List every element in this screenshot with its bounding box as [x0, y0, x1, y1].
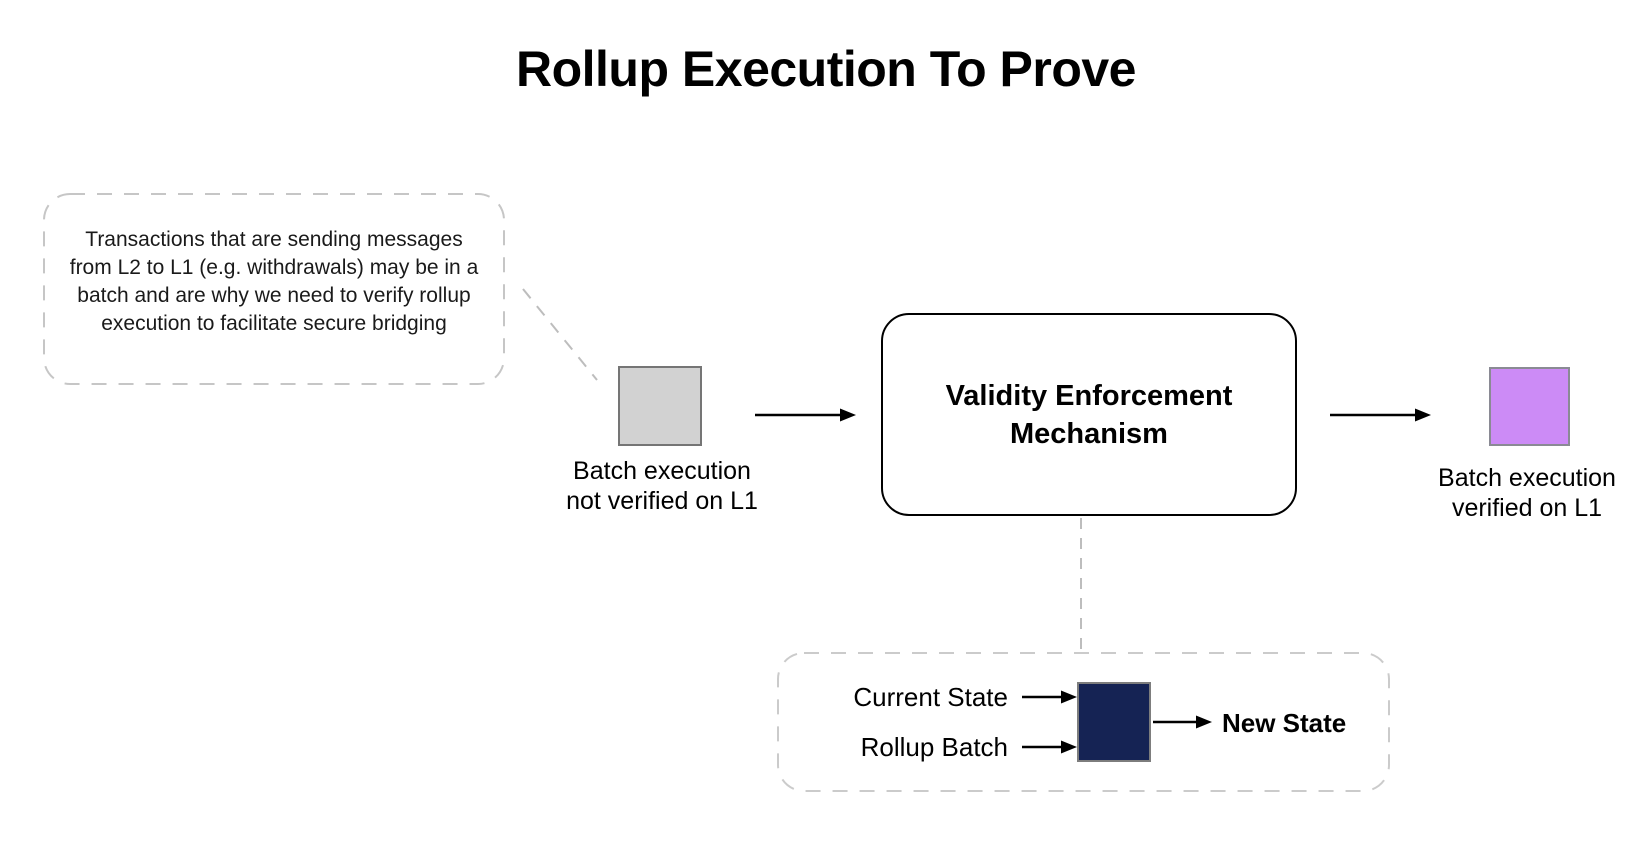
note-connector-line	[522, 288, 598, 381]
unverified-batch-label: Batch execution not verified on L1	[566, 457, 758, 515]
validity-mechanism-label: Validity Enforcement Mechanism	[945, 379, 1233, 450]
new-state-label: New State	[1222, 708, 1347, 738]
state-function-square	[1077, 682, 1151, 762]
unverified-batch-square	[618, 366, 702, 446]
verified-batch-square	[1489, 367, 1570, 446]
current-state-label: Current State	[853, 682, 1008, 712]
note-text: Transactions that are sending messages f…	[69, 228, 479, 335]
verified-batch-label: Batch execution verified on L1	[1438, 464, 1616, 522]
diagram-title: Rollup Execution To Prove	[516, 41, 1136, 97]
validity-mechanism-box: Validity Enforcement Mechanism	[881, 313, 1297, 516]
rollup-batch-label: Rollup Batch	[860, 732, 1008, 762]
